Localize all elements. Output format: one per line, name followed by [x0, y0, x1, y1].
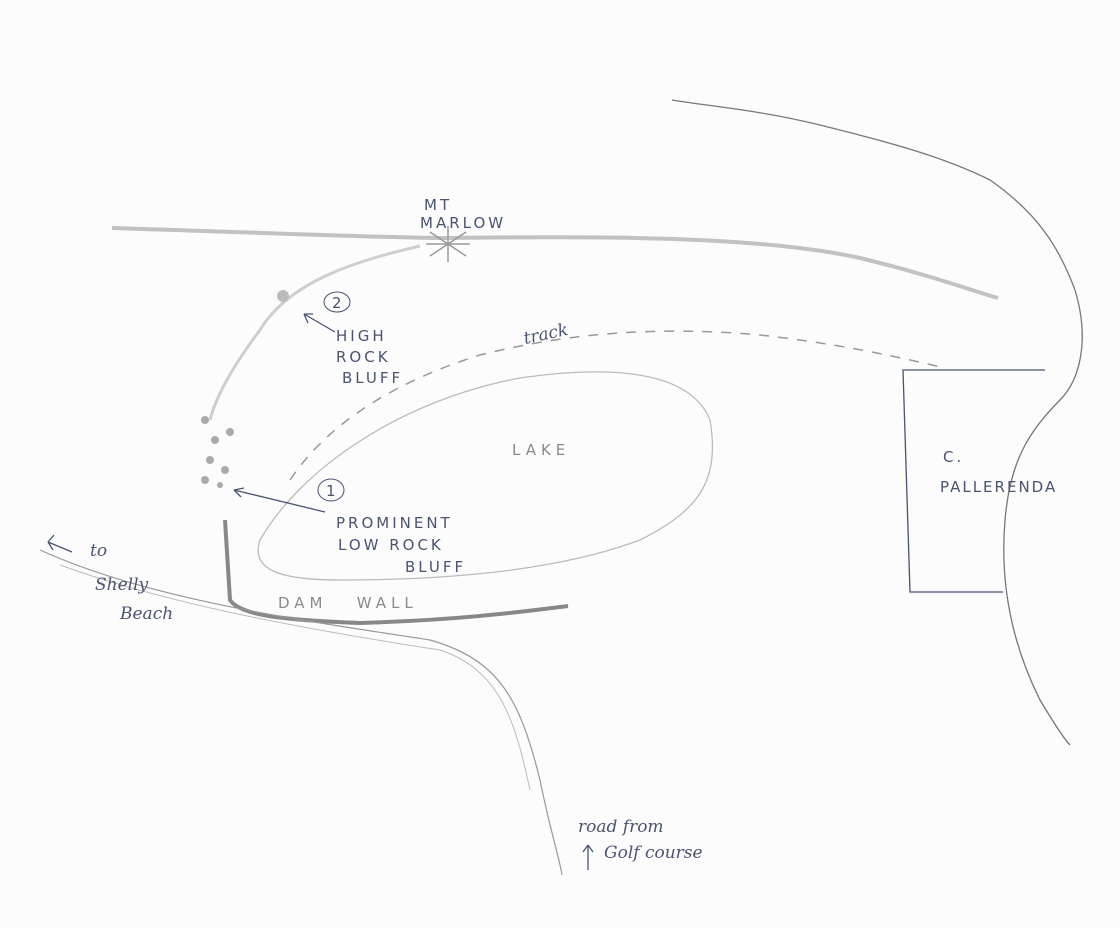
coastline	[671, 99, 1083, 746]
marker-2: 2	[332, 294, 345, 312]
low-bluff-label-2: LOW ROCK	[338, 536, 444, 554]
track-label: track	[522, 320, 570, 349]
ridge-spur	[208, 244, 421, 421]
road-label: road from	[578, 817, 664, 837]
road-shelly-2	[59, 564, 531, 791]
lake	[257, 371, 714, 581]
shelly-label-3: Beach	[119, 604, 173, 624]
high-bluff-label: HIGH	[336, 327, 387, 345]
track	[289, 330, 946, 481]
shelly-label-2: Shelly	[95, 575, 149, 595]
cape-label-2: PALLERENDA	[940, 478, 1057, 496]
cape-boundary	[902, 369, 1045, 593]
high-bluff-icon	[277, 290, 289, 302]
marker-1-circle	[317, 478, 345, 502]
road-label-2: Golf course	[604, 843, 703, 863]
cape-label: C.	[943, 448, 964, 466]
arrow-low-bluff	[233, 487, 326, 513]
mountain-label: MT	[424, 196, 452, 214]
low-bluff-label: PROMINENT	[336, 514, 453, 532]
peak-icon	[426, 226, 470, 262]
arrow-shelly	[47, 534, 73, 553]
road-shelly	[39, 549, 563, 876]
high-bluff-label-3: BLUFF	[342, 369, 403, 387]
ridge-line	[111, 226, 999, 300]
arrow-high-bluff	[303, 313, 336, 333]
low-bluff-icon	[201, 416, 234, 488]
shelly-label: to	[90, 541, 107, 561]
marker-1: 1	[326, 482, 339, 500]
high-bluff-label-2: ROCK	[336, 348, 391, 366]
marker-2-circle	[323, 291, 351, 313]
low-bluff-label-3: BLUFF	[405, 558, 466, 576]
dam-wall-label: DAM WALL	[278, 594, 418, 612]
arrow-road	[582, 844, 594, 870]
lake-label: LAKE	[512, 441, 570, 459]
mountain-label-2: MARLOW	[420, 214, 506, 232]
